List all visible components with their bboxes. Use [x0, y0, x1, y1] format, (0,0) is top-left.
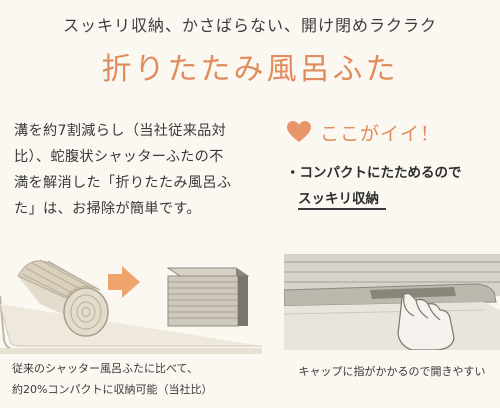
point-bullet-line: ・コンパクトにたためるので: [286, 165, 462, 181]
lid-comparison-illustration: [0, 259, 262, 354]
caption-left-line: 従来のシャッター風呂ふたに比べて、: [12, 362, 199, 375]
arrow-right-icon: [108, 266, 140, 298]
caption-left-line: 約20%コンパクトに収納可能（当社比）: [12, 383, 213, 396]
folded-compact-lid: [166, 267, 250, 327]
caption-left: 従来のシャッター風呂ふたに比べて、 約20%コンパクトに収納可能（当社比）: [12, 358, 262, 400]
point-heading: ここがイイ！: [286, 117, 486, 147]
description-line: 溝を約7割減らし（当社従来品対: [14, 123, 227, 139]
description: 溝を約7割減らし（当社従来品対 比）、蛇腹状シャッターふたの不 満を解消した「折…: [14, 118, 276, 222]
hand-icon: [397, 292, 455, 350]
point-bullet-line-underlined: スッキリ収納: [286, 186, 386, 212]
point-bullet: ・コンパクトにたためるので スッキリ収納: [286, 160, 496, 212]
hand-opening-lid-illustration: [284, 254, 500, 350]
point-heading-label: ここがイイ！: [320, 122, 441, 145]
page-title: 折りたたみ風呂ふた: [101, 52, 399, 87]
subtitle: スッキリ収納、かさばらない、開け閉めラクラク: [62, 16, 437, 35]
description-line: 満を解消した「折りたたみ風呂ふ: [14, 175, 232, 191]
caption-right: キャップに指がかかるので開きやすい: [298, 365, 486, 378]
heart-icon: [287, 121, 311, 142]
rolled-shutter-lid: [17, 259, 109, 337]
description-line: た」は、お掃除が簡単です。: [14, 201, 201, 217]
description-line: 比）、蛇腹状シャッターふたの不: [14, 149, 224, 165]
